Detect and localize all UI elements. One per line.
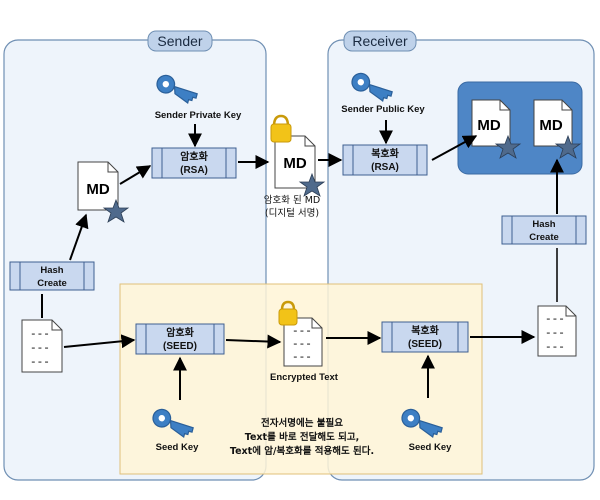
rsa-encrypt-box: 암호화 (RSA) xyxy=(151,147,237,179)
sender-md-text: MD xyxy=(86,181,109,198)
rsa-encrypt-line2: (RSA) xyxy=(180,165,208,176)
dec-dash-1: --- xyxy=(545,314,565,326)
receiver-title-tab xyxy=(343,30,417,52)
seed-decrypt-box: 복호화 (SEED) xyxy=(381,321,469,353)
arrow-seed-to-encrypted xyxy=(225,334,282,349)
computed-md-text: MD xyxy=(539,117,562,134)
rsa-encrypt-line1: 암호화 xyxy=(180,150,208,163)
hash-create-right-box: Hash Create xyxy=(501,215,587,245)
computed-md-document: MD xyxy=(533,99,573,147)
encrypted-md-label-1: 암호화 된 MD xyxy=(264,194,321,206)
encrypted-md-document: MD xyxy=(274,135,316,189)
sender-title: Sender xyxy=(157,33,202,49)
hash-left-line2: Create xyxy=(37,278,67,289)
enc-dash-3: --- xyxy=(292,352,312,364)
seed-encrypt-box: 암호화 (SEED) xyxy=(135,323,225,355)
hash-right-line1: Hash xyxy=(532,219,555,230)
seed-decrypt-line1: 복호화 xyxy=(411,324,439,337)
sender-title-tab xyxy=(147,30,213,52)
enc-dash-1: --- xyxy=(292,326,312,338)
rsa-decrypt-line2: (RSA) xyxy=(371,162,399,173)
sender-md-document: MD xyxy=(77,161,119,211)
enc-dash-2: --- xyxy=(292,339,312,351)
received-md-document: MD xyxy=(471,99,511,147)
arrow-rsa-decrypt-to-compare xyxy=(431,135,478,161)
encrypted-md-text: MD xyxy=(283,155,306,172)
decrypted-text-document: --- --- --- xyxy=(537,305,577,357)
note-line-2: Text를 바로 전달해도 되고, xyxy=(245,431,360,443)
plain-dash-2: --- xyxy=(30,343,50,355)
encrypted-text-document: --- --- --- xyxy=(283,317,323,367)
dec-dash-2: --- xyxy=(545,328,565,340)
arrow-plain-to-seed xyxy=(63,334,136,349)
plain-text-document: --- --- --- xyxy=(21,319,63,373)
seed-key-left-label: Seed Key xyxy=(156,442,199,453)
encrypted-md-label-2: (디지털 서명) xyxy=(265,207,319,219)
hash-create-left-box: Hash Create xyxy=(9,261,95,291)
received-md-text: MD xyxy=(477,117,500,134)
hash-left-line1: Hash xyxy=(40,265,63,276)
note-line-3: Text에 암/복호화를 적용해도 된다. xyxy=(230,445,374,457)
seed-encrypt-line2: (SEED) xyxy=(163,341,197,352)
sender-public-key-label: Sender Public Key xyxy=(341,104,425,115)
plain-dash-1: --- xyxy=(30,329,50,341)
arrow-md-to-rsa xyxy=(119,165,152,185)
hash-right-line2: Create xyxy=(529,232,559,243)
seed-decrypt-line2: (SEED) xyxy=(408,339,442,350)
note-line-1: 전자서명에는 불필요 xyxy=(261,417,343,429)
rsa-decrypt-line1: 복호화 xyxy=(371,147,399,160)
plain-dash-3: --- xyxy=(30,357,50,369)
seed-key-right-label: Seed Key xyxy=(409,442,452,453)
text-lock-icon xyxy=(278,300,298,326)
receiver-title: Receiver xyxy=(352,33,408,49)
rsa-decrypt-box: 복호화 (RSA) xyxy=(342,144,428,176)
encrypted-text-label: Encrypted Text xyxy=(270,372,339,383)
dec-dash-3: --- xyxy=(545,342,565,354)
arrow-hash-left-to-md xyxy=(69,213,89,261)
seed-encrypt-line1: 암호화 xyxy=(166,326,194,339)
lock-icon xyxy=(270,114,292,143)
sender-private-key-label: Sender Private Key xyxy=(155,110,242,121)
